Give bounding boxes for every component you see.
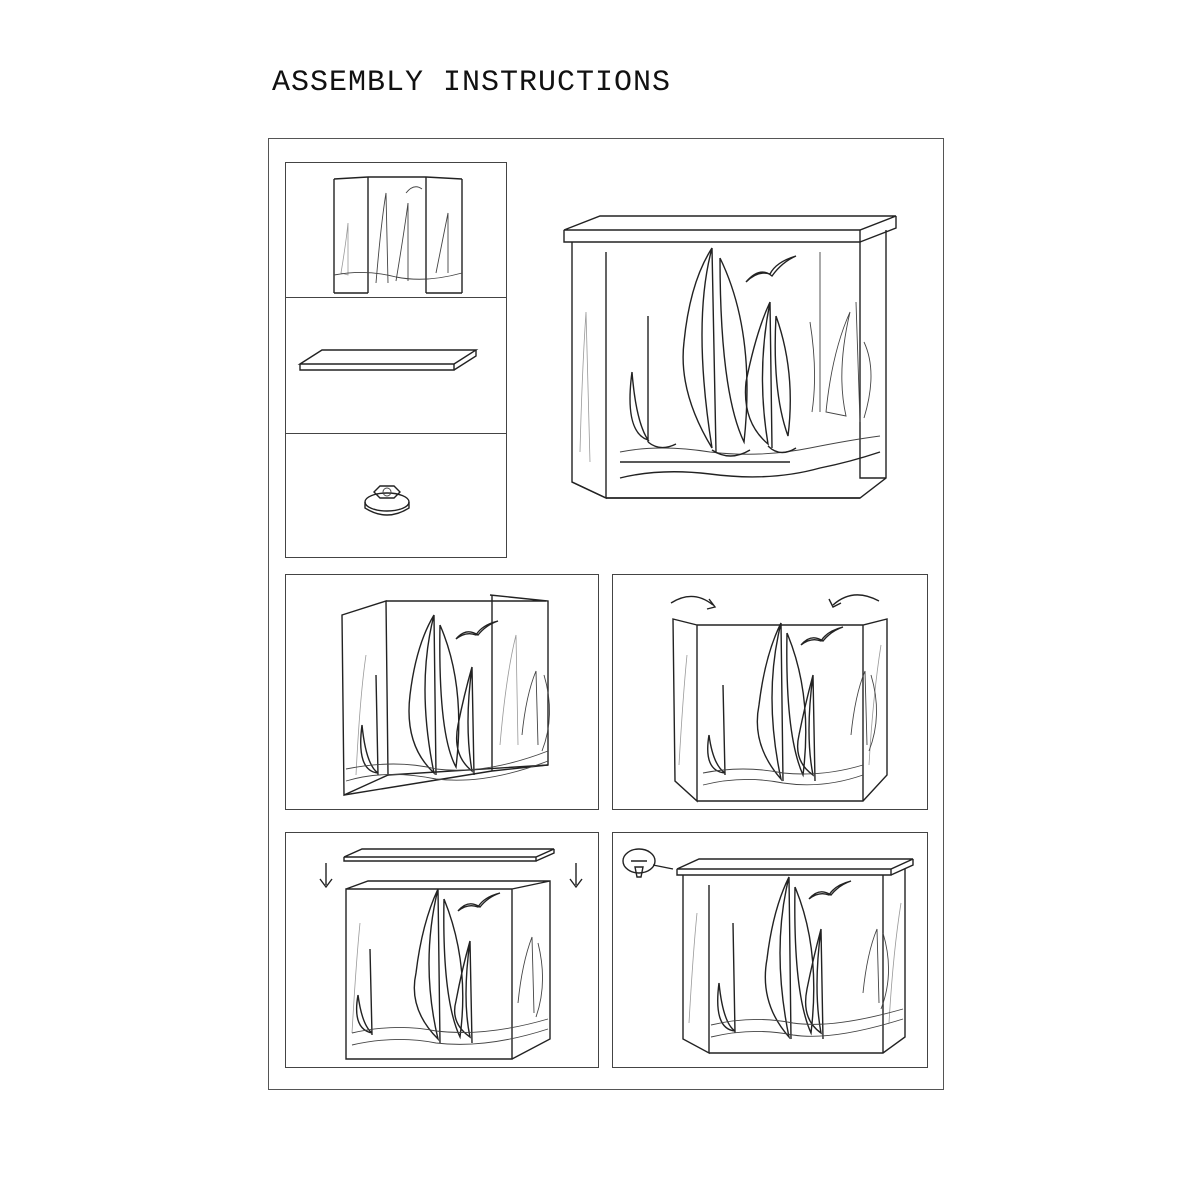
part-pad-panel (285, 433, 507, 558)
glass-top-icon (297, 349, 479, 371)
attach-pads-illustration (622, 848, 914, 1055)
step-1-panel (285, 574, 599, 810)
pad-callout-icon (622, 848, 656, 874)
document-title: ASSEMBLY INSTRUCTIONS (272, 66, 672, 100)
metal-frame-icon (333, 176, 463, 294)
step-3-panel (285, 832, 599, 1068)
instructions-frame (268, 138, 944, 1090)
step-2-panel (612, 574, 928, 810)
place-top-illustration (319, 848, 583, 1060)
assembled-table-illustration (560, 212, 900, 512)
step-4-panel (612, 832, 928, 1068)
down-arrow-right-icon (569, 863, 583, 889)
fold-side-panels-illustration (670, 594, 888, 803)
rotate-arrow-left-icon (670, 595, 714, 606)
unfold-frame-illustration (341, 594, 550, 797)
part-top-panel (285, 297, 507, 434)
down-arrow-left-icon (319, 863, 333, 889)
part-frame-panel (285, 162, 507, 298)
rubber-pad-icon (364, 485, 410, 516)
rotate-arrow-right-icon (832, 594, 880, 606)
